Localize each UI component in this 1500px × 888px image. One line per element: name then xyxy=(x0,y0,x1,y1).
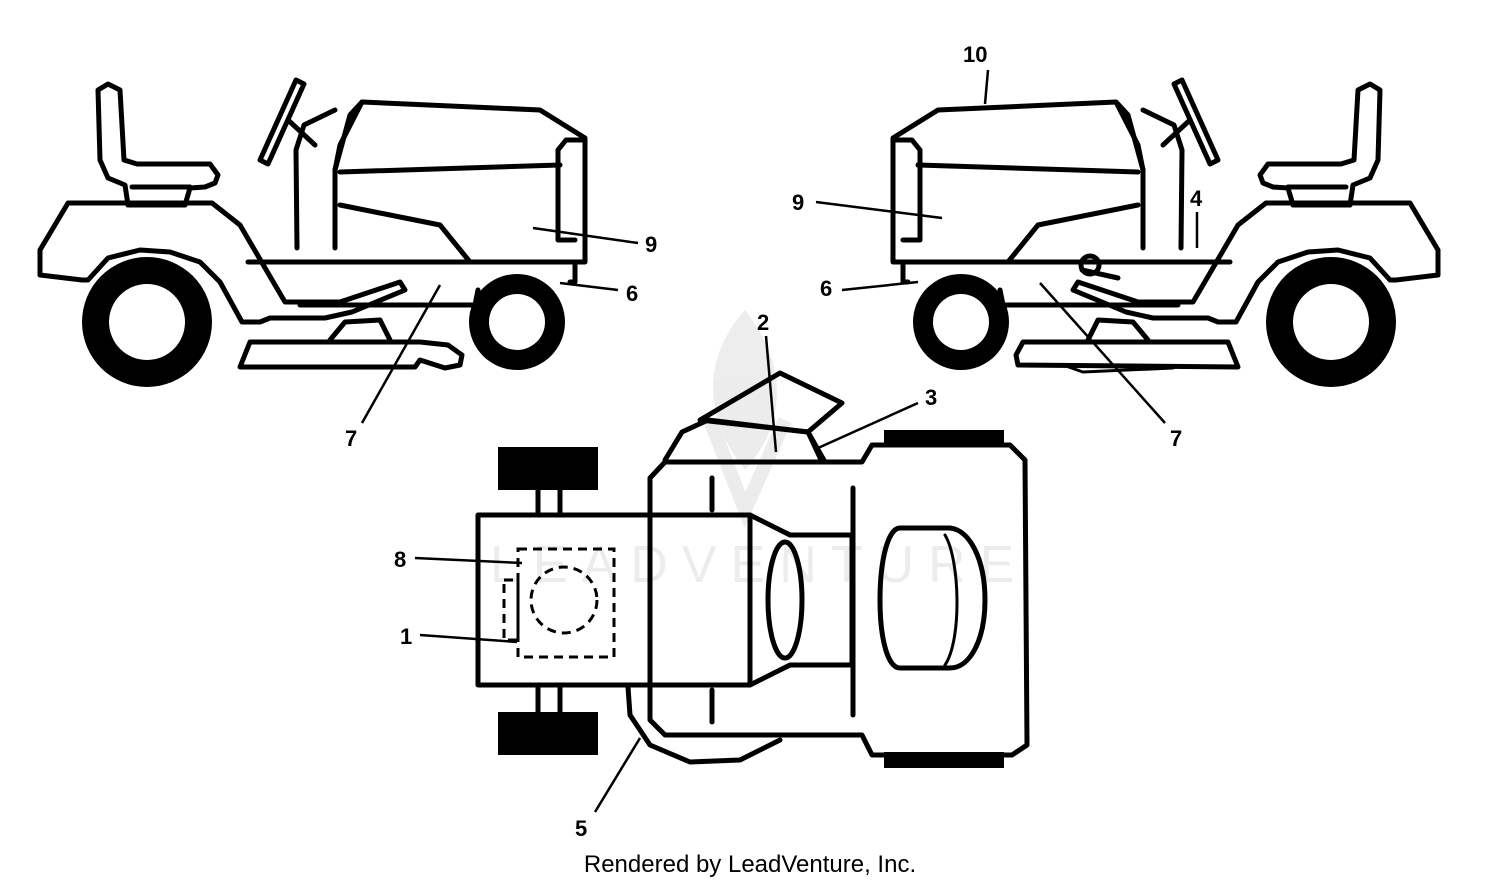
top-hood xyxy=(877,525,988,671)
left-mower-deck xyxy=(237,339,465,371)
left-body xyxy=(37,200,408,325)
top-rear-tire-right xyxy=(498,712,598,755)
callout-9-right: 9 xyxy=(792,190,804,215)
top-rear-tire-left xyxy=(498,447,598,490)
credit-footer: Rendered by LeadVenture, Inc. xyxy=(583,851,917,878)
right-side-tractor xyxy=(890,77,1441,387)
left-seat xyxy=(95,81,221,208)
leader-lines xyxy=(360,69,1199,813)
top-mower-deck xyxy=(662,417,825,465)
watermark-text: LEADVENTURE xyxy=(490,536,1028,594)
left-steering-wheel xyxy=(257,77,307,167)
top-body xyxy=(647,442,1030,758)
top-view-tractor xyxy=(475,370,1030,768)
callout-4: 4 xyxy=(1190,186,1203,211)
callout-7-left: 7 xyxy=(345,426,357,451)
callout-labels: 9 6 7 10 9 4 6 7 2 3 8 1 5 xyxy=(345,42,1203,841)
left-hood xyxy=(332,99,588,265)
callout-7-right: 7 xyxy=(1170,426,1182,451)
callout-6-right: 6 xyxy=(820,276,832,301)
callout-10: 10 xyxy=(963,42,987,67)
callout-6-left: 6 xyxy=(626,281,638,306)
callout-8: 8 xyxy=(394,547,406,572)
watermark-logo xyxy=(703,310,792,529)
left-side-tractor xyxy=(37,77,588,387)
callout-3: 3 xyxy=(925,385,937,410)
callout-1: 1 xyxy=(400,624,412,649)
callout-5: 5 xyxy=(575,816,587,841)
top-seat xyxy=(475,512,855,688)
callout-2: 2 xyxy=(757,310,769,335)
callout-9-left: 9 xyxy=(645,232,657,257)
